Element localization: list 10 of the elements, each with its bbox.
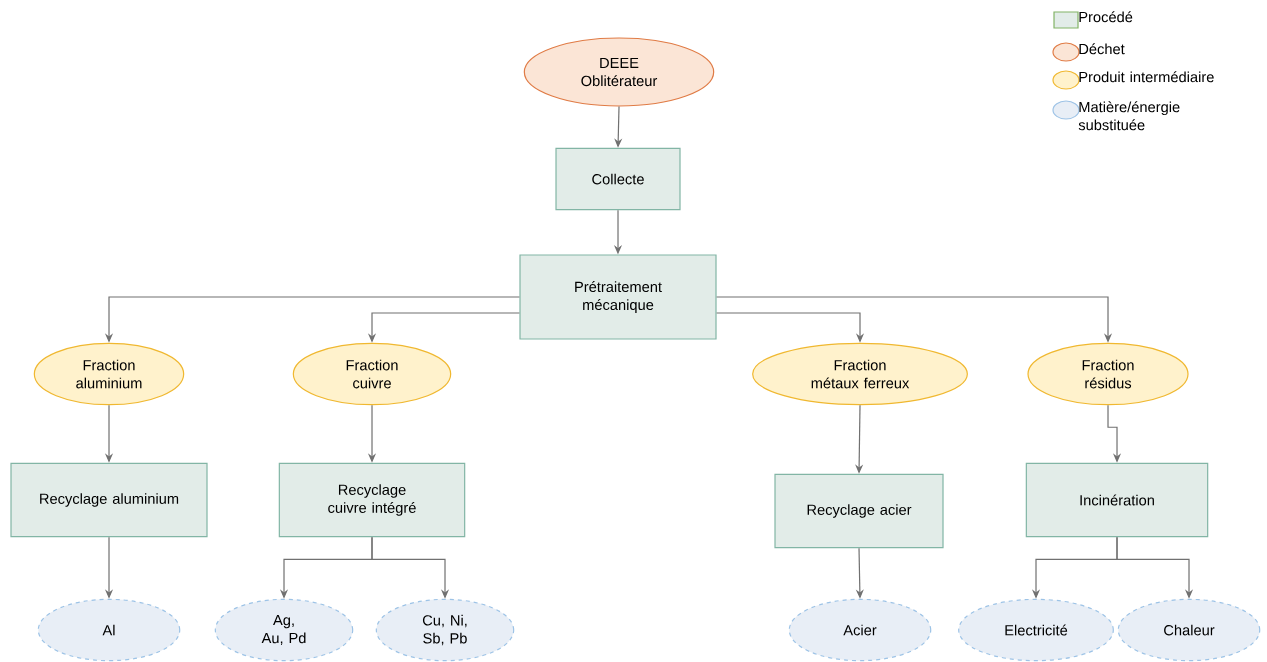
legend-label: Procédé <box>1079 11 1133 23</box>
legend-label: Produit intermédiaire <box>1079 71 1214 83</box>
process-box: Collecte <box>555 147 681 211</box>
process-box: Recyclage acier <box>774 473 944 549</box>
process-box: Recyclage cuivre intégré <box>278 462 466 538</box>
process-box: Incinération <box>1025 462 1209 538</box>
process-box: Recyclage aluminium <box>10 462 208 538</box>
legend-label: Matière/énergie substituée <box>1078 101 1180 131</box>
process-box: Prétraitement mécanique <box>519 254 717 340</box>
legend-label: Déchet <box>1079 43 1125 55</box>
